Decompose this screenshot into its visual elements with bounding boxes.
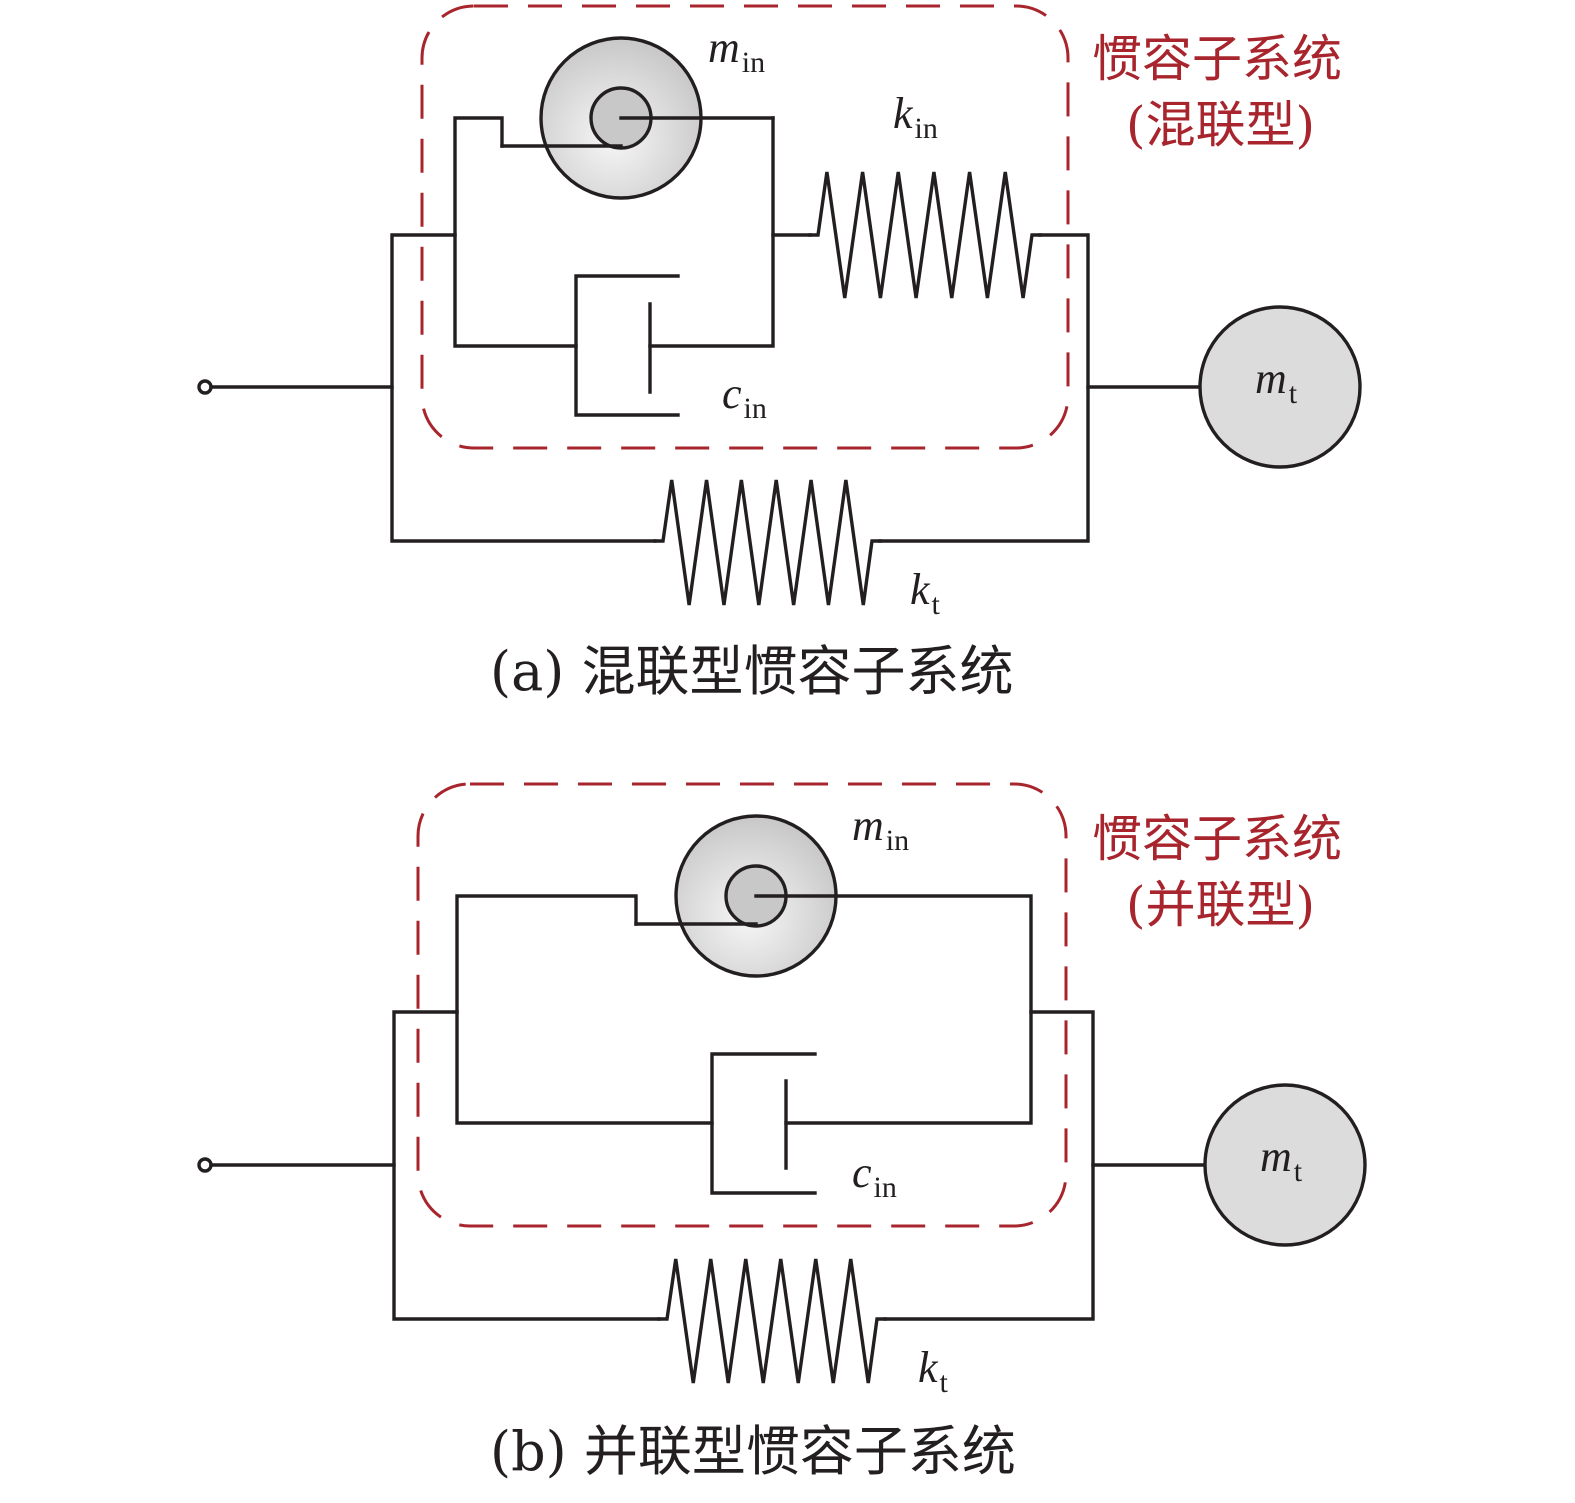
damper — [574, 274, 680, 417]
subsystem-tag-line1: 惯容子系统 — [1092, 30, 1342, 88]
panel-a: min kin cin mt kt 惯容子系统 (混联型) (a) 混联型惯容子… — [197, 4, 1362, 703]
subsystem-tag-line2: (混联型) — [1126, 96, 1315, 154]
label-mass: mt — [1260, 1132, 1303, 1188]
label-spring-outer: kt — [910, 565, 941, 621]
inerter — [500, 36, 775, 200]
caption-b: (b) 并联型惯容子系统 — [490, 1420, 1016, 1483]
label-spring-outer: kt — [918, 1343, 949, 1399]
input-terminal — [197, 1157, 213, 1173]
label-inerter: min — [708, 23, 765, 79]
inerter — [634, 814, 838, 978]
label-spring-inner: kin — [893, 89, 938, 145]
spring-kt — [657, 1258, 887, 1384]
label-damper: cin — [722, 369, 767, 425]
input-terminal — [197, 379, 213, 395]
frame-right — [883, 1010, 1095, 1321]
frame-left — [392, 1010, 661, 1321]
inner-branch-left — [453, 116, 578, 348]
spring-kt — [653, 479, 882, 606]
inner-branch-left — [455, 894, 714, 1125]
subsystem-tag-line1: 惯容子系统 — [1092, 810, 1342, 868]
damper — [710, 1052, 817, 1195]
panel-b: min cin mt kt 惯容子系统 (并联型) (b) 并联型惯容子系统 — [197, 782, 1367, 1483]
inner-branch-right — [754, 894, 1033, 1125]
mass-mt — [1198, 305, 1362, 469]
subsystem-tag-line2: (并联型) — [1126, 876, 1315, 934]
spring-kin — [808, 171, 1042, 299]
label-damper: cin — [852, 1148, 897, 1204]
damper-cylinder — [710, 1052, 817, 1195]
inner-branch-right — [648, 116, 775, 348]
label-inerter: min — [852, 801, 909, 857]
frame-left — [390, 233, 657, 543]
caption-a: (a) 混联型惯容子系统 — [490, 640, 1014, 703]
damper-cylinder — [574, 274, 680, 417]
mass-mt — [1203, 1083, 1367, 1247]
inerter-subsystem-boundary — [416, 782, 1068, 1228]
label-mass: mt — [1255, 354, 1298, 410]
inerter-subsystem-boundary — [420, 4, 1070, 450]
